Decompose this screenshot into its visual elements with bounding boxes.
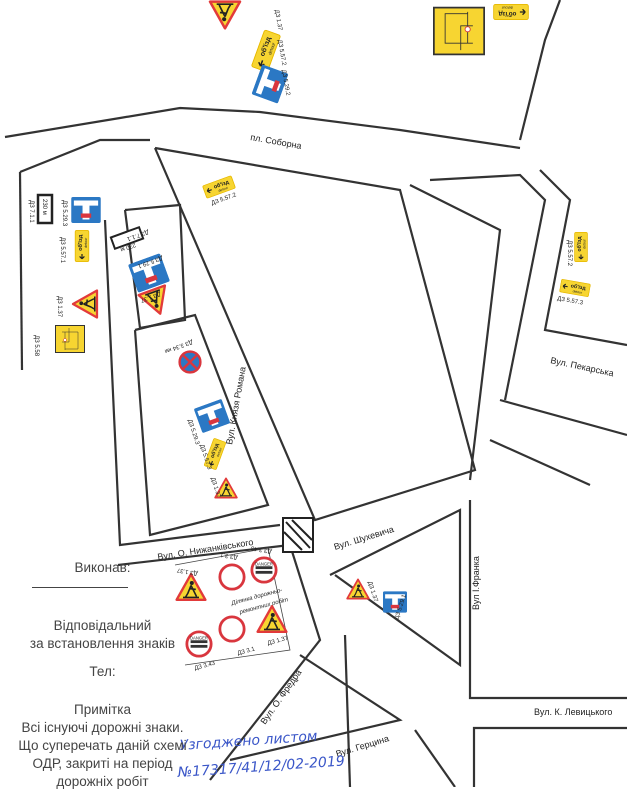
detour-sign-icon [574, 232, 588, 262]
street-label: пл. Соборна [250, 132, 303, 151]
street-label: Вул. Князя Романа [224, 366, 248, 445]
detour-sign-icon [74, 230, 90, 262]
note-line: Всі існуючі дорожні знаки. [21, 720, 184, 735]
street-label: Вул. К. Левицького [534, 707, 612, 717]
road-outlines [4, 0, 627, 787]
sign-code: ДЗ 5.57.2 [566, 240, 572, 267]
sign-code: ДЗ 5.57.3 [557, 296, 584, 307]
signature-line [32, 587, 128, 588]
no-entry-sign-icon [218, 563, 246, 591]
distance-plate [109, 225, 145, 251]
sign-code: ДЗ 7.1.1 [28, 200, 34, 223]
distance-text: 230 м [119, 241, 136, 252]
note-line: дорожніх робіт [56, 774, 149, 789]
street-label: Вул І.Франка [471, 556, 481, 610]
sign-code: ДЗ 5.57.2 [276, 39, 287, 66]
street-label: Вул. Пекарська [550, 355, 615, 378]
sign-code: ДЗ 5.58 [33, 335, 39, 357]
sign-code: ДЗ 3.1 [237, 646, 256, 657]
dead-end-sign-icon [71, 197, 101, 223]
sign-code: ДЗ 5.29.3 [186, 419, 200, 446]
dead-end-sign-icon [193, 398, 231, 434]
responsible-label-2: за встановлення знаків [29, 636, 176, 651]
note-line: ОДР, закриті на період [32, 756, 173, 771]
sign-code: ДЗ 3.43 [194, 661, 217, 672]
sign-code: ДЗ 1.37 [56, 296, 62, 318]
sign-code: ДЗ 1.37 [176, 566, 198, 576]
danger-sign-icon [250, 556, 278, 584]
roadworks-sign-icon [71, 289, 99, 319]
sign-code: ДЗ 3.1 [219, 551, 238, 560]
sign-code: ДЗ 1.37 [267, 636, 290, 647]
detour-scheme-sign-icon [433, 6, 485, 56]
detour-sign-icon [493, 4, 529, 20]
note-title: Примітка [74, 702, 131, 717]
roadworks-sign-icon [208, 0, 242, 30]
responsible-label: Відповідальний [53, 618, 152, 633]
sign-code: ДЗ 5.29.2 [280, 69, 291, 96]
detour-sign-icon [559, 278, 591, 298]
roadworks-sign-icon [175, 572, 207, 602]
no-entry-sign-icon [218, 615, 246, 643]
sign-code: ДЗ 5.57.1 [59, 237, 65, 264]
performed-by-label: Виконав: [74, 560, 131, 575]
sign-code: ДЗ 5.29.3 [61, 200, 67, 227]
phone-label: Тел: [89, 664, 116, 679]
sign-code: ДЗ 3.43 [250, 544, 272, 554]
distance-plate [36, 193, 54, 225]
street-label: Вул. О. Фредра [258, 668, 303, 726]
note-line: Що суперечать даній схемі [18, 738, 187, 753]
sign-code: ДЗ 1.37 [273, 9, 283, 31]
roadworks-sign-icon [346, 578, 370, 600]
detour-scheme-sign-icon [54, 325, 86, 353]
distance-text: 230 м [41, 199, 47, 215]
no-parking-sign-icon [178, 350, 202, 374]
